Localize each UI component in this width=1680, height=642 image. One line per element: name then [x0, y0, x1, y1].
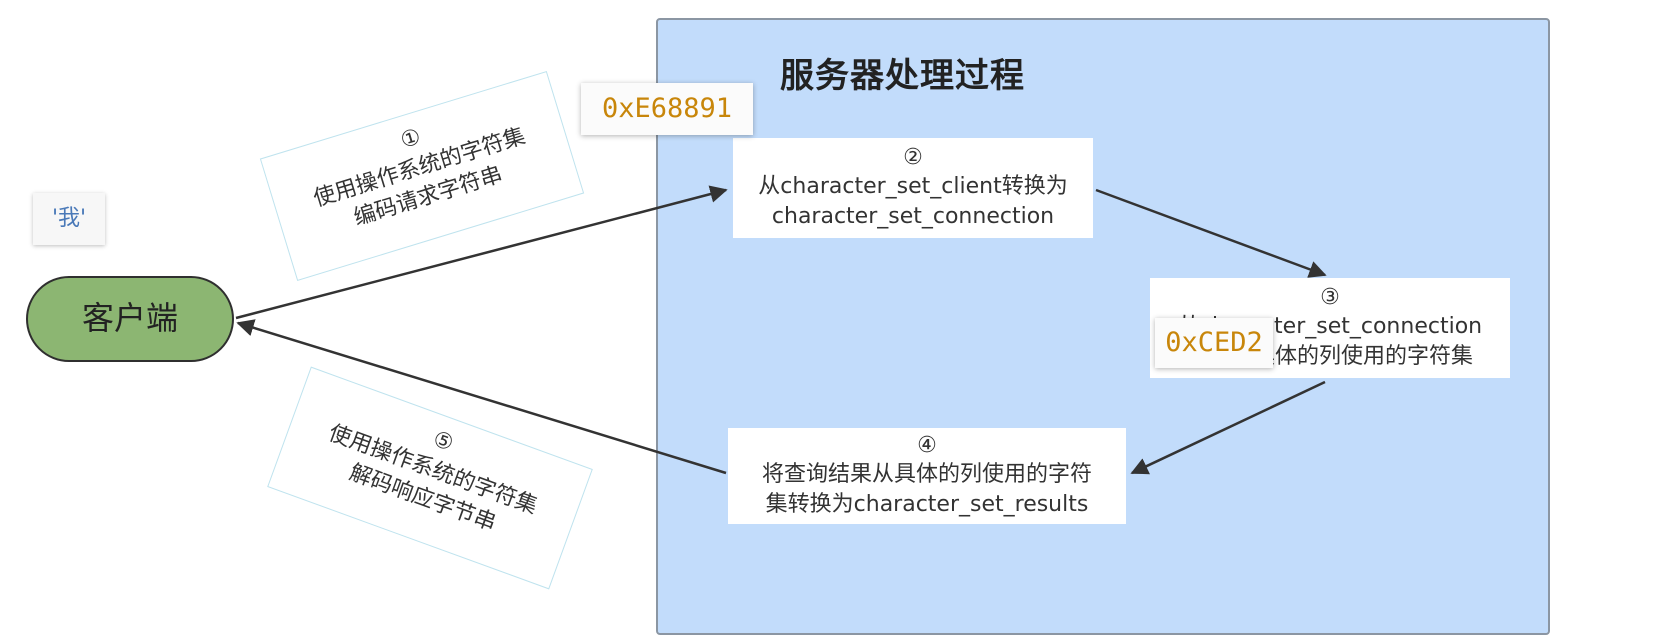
character-badge: '我'	[33, 193, 105, 245]
server-process-title: 服务器处理过程	[780, 56, 1025, 96]
arrow-step2-to-step3	[1095, 188, 1327, 278]
arrow-client-to-step2	[235, 185, 728, 320]
client-node: 客户端	[26, 276, 234, 362]
step3-number: ③	[1320, 285, 1340, 310]
arrow-step3-to-step4	[1130, 380, 1326, 475]
step4-number: ④	[917, 433, 937, 458]
step2-box: ② 从character_set_client转换为 character_set…	[733, 138, 1093, 238]
arrow-step4-to-client	[236, 319, 727, 475]
step4-line1: 将查询结果从具体的列使用的字符	[761, 462, 1092, 487]
step4-line2: 集转换为character_set_results	[765, 492, 1089, 517]
step2-line2: character_set_connection	[771, 204, 1055, 229]
hex-code-gbk: 0xCED2	[1155, 318, 1273, 368]
hex-code-utf8: 0xE68891	[581, 83, 753, 135]
step2-number: ②	[903, 145, 923, 170]
step2-line1: 从character_set_client转换为	[758, 174, 1068, 199]
step4-box: ④ 将查询结果从具体的列使用的字符 集转换为character_set_resu…	[728, 428, 1126, 524]
